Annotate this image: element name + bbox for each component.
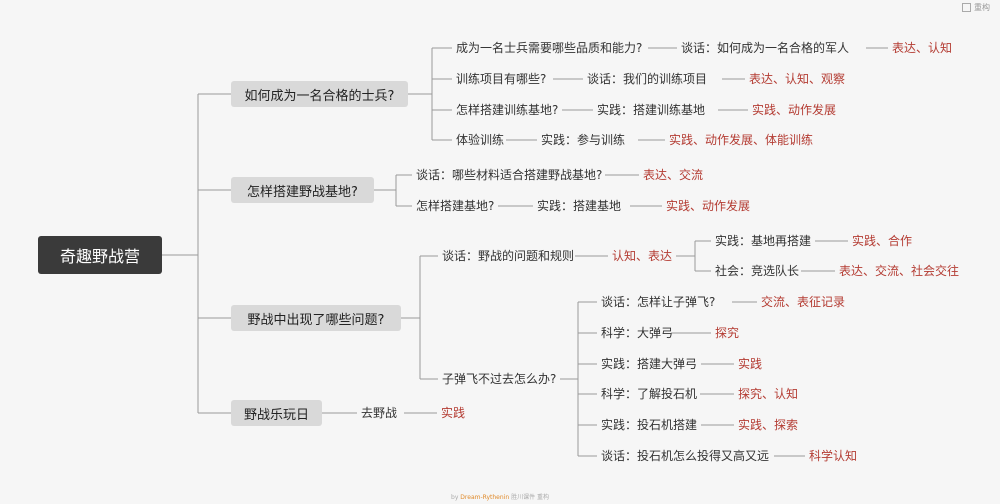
activity-practice-rebuild: 实践：基地再搭建	[715, 234, 812, 248]
activity-talk-materials: 谈话：哪些材料适合搭建野战基地?	[416, 168, 603, 182]
topic-experience-training: 体验训练	[456, 133, 505, 147]
activity-talk-soldier: 谈话：如何成为一名合格的军人	[681, 41, 850, 55]
activity-practice-base: 实践：搭建基地	[537, 199, 622, 213]
goal-label: 实践	[441, 406, 466, 420]
activity-science-trebuchet: 科学：了解投石机	[601, 387, 698, 401]
topic-how-build: 怎样搭建基地?	[416, 199, 495, 213]
branch-node-fun-day[interactable]: 野战乐玩日	[231, 400, 322, 426]
activity-talk-rules: 谈话：野战的问题和规则	[442, 249, 575, 263]
topic-training-items: 训练项目有哪些?	[456, 72, 547, 86]
activity-social-captain: 社会：竞选队长	[715, 264, 800, 278]
topic-bullet-problem: 子弹飞不过去怎么办?	[442, 372, 557, 386]
activity-practice-slingshot: 实践：搭建大弹弓	[601, 357, 698, 371]
goal-label: 表达、认知	[892, 41, 953, 55]
goal-label: 表达、交流、社会交往	[839, 264, 960, 278]
activity-practice-join: 实践：参与训练	[541, 133, 626, 147]
goal-label: 交流、表征记录	[761, 295, 846, 309]
activity-go-field: 去野战	[361, 406, 398, 420]
goal-label: 实践、探索	[738, 418, 799, 432]
goal-label: 表达、认知、观察	[749, 72, 846, 86]
topic-build-training-base: 怎样搭建训练基地?	[456, 103, 559, 117]
activity-science-slingshot: 科学：大弹弓	[601, 326, 674, 340]
root-node[interactable]: 奇趣野战营	[38, 236, 162, 274]
goal-label: 探究	[715, 326, 740, 340]
topic-qualities: 成为一名士兵需要哪些品质和能力?	[456, 41, 643, 55]
goal-label: 科学认知	[809, 449, 858, 463]
goal-label: 探究、认知	[738, 387, 799, 401]
branch-node-build-base[interactable]: 怎样搭建野战基地?	[231, 177, 374, 203]
branch-node-soldier[interactable]: 如何成为一名合格的士兵?	[231, 81, 408, 107]
goal-label: 实践、合作	[852, 234, 913, 248]
goal-label: 认知、表达	[612, 249, 673, 263]
goal-label: 实践、动作发展、体能训练	[669, 133, 814, 147]
goal-label: 实践、动作发展	[752, 103, 837, 117]
activity-practice-trebuchet: 实践：投石机搭建	[601, 418, 698, 432]
goal-label: 实践、动作发展	[666, 199, 751, 213]
activity-practice-build: 实践：搭建训练基地	[597, 103, 706, 117]
watermark: 重构	[962, 2, 990, 13]
activity-talk-trebuchet: 谈话：投石机怎么投得又高又远	[601, 449, 770, 463]
goal-label: 实践	[738, 357, 763, 371]
goal-label: 表达、交流	[643, 168, 704, 182]
footer-credit: by Dream-Rythenin 胜川课件 重构	[451, 494, 549, 501]
activity-talk-training: 谈话：我们的训练项目	[587, 72, 708, 86]
activity-talk-bullet: 谈话：怎样让子弹飞?	[601, 295, 716, 309]
branch-node-problems[interactable]: 野战中出现了哪些问题?	[231, 305, 401, 331]
expand-icon	[962, 3, 971, 12]
